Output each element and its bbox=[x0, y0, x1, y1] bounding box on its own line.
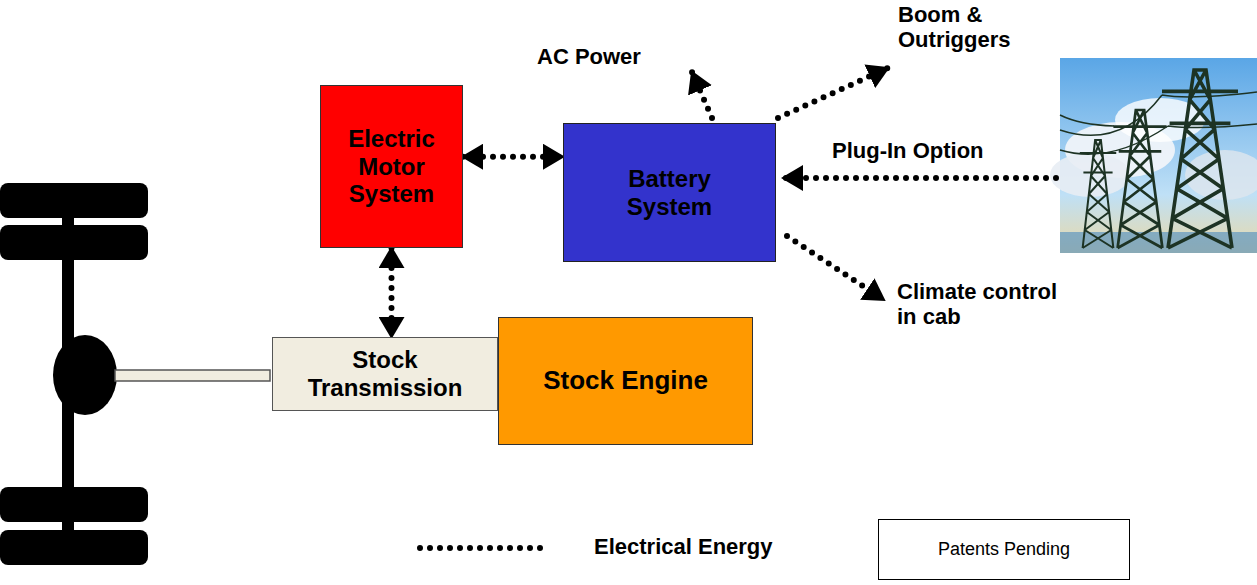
engine-box: Stock Engine bbox=[498, 317, 753, 445]
output-label: AC Power bbox=[537, 44, 697, 69]
box-label: Electric Motor System bbox=[329, 125, 454, 208]
axle bbox=[0, 183, 270, 565]
box-label: Stock Transmission bbox=[281, 346, 489, 401]
output-label: Boom & Outriggers bbox=[898, 2, 1048, 53]
motor-box: Electric Motor System bbox=[320, 85, 463, 248]
legend-text: Electrical Energy bbox=[594, 534, 834, 559]
legend-sample bbox=[420, 545, 545, 551]
note-box: Patents Pending bbox=[878, 519, 1130, 580]
battery-box: Battery System bbox=[563, 123, 776, 262]
input-label: Plug-In Option bbox=[832, 138, 1052, 163]
box-label: Battery System bbox=[605, 165, 735, 220]
transmission-box: Stock Transmission bbox=[272, 337, 498, 411]
energy-arrow bbox=[420, 68, 1056, 548]
energy-connector bbox=[389, 248, 395, 337]
power-lines-picture bbox=[1050, 58, 1257, 253]
output-label: Climate control in cab bbox=[897, 279, 1077, 330]
energy-connector bbox=[463, 154, 563, 160]
box-label: Patents Pending bbox=[938, 539, 1070, 560]
box-label: Stock Engine bbox=[543, 366, 708, 396]
